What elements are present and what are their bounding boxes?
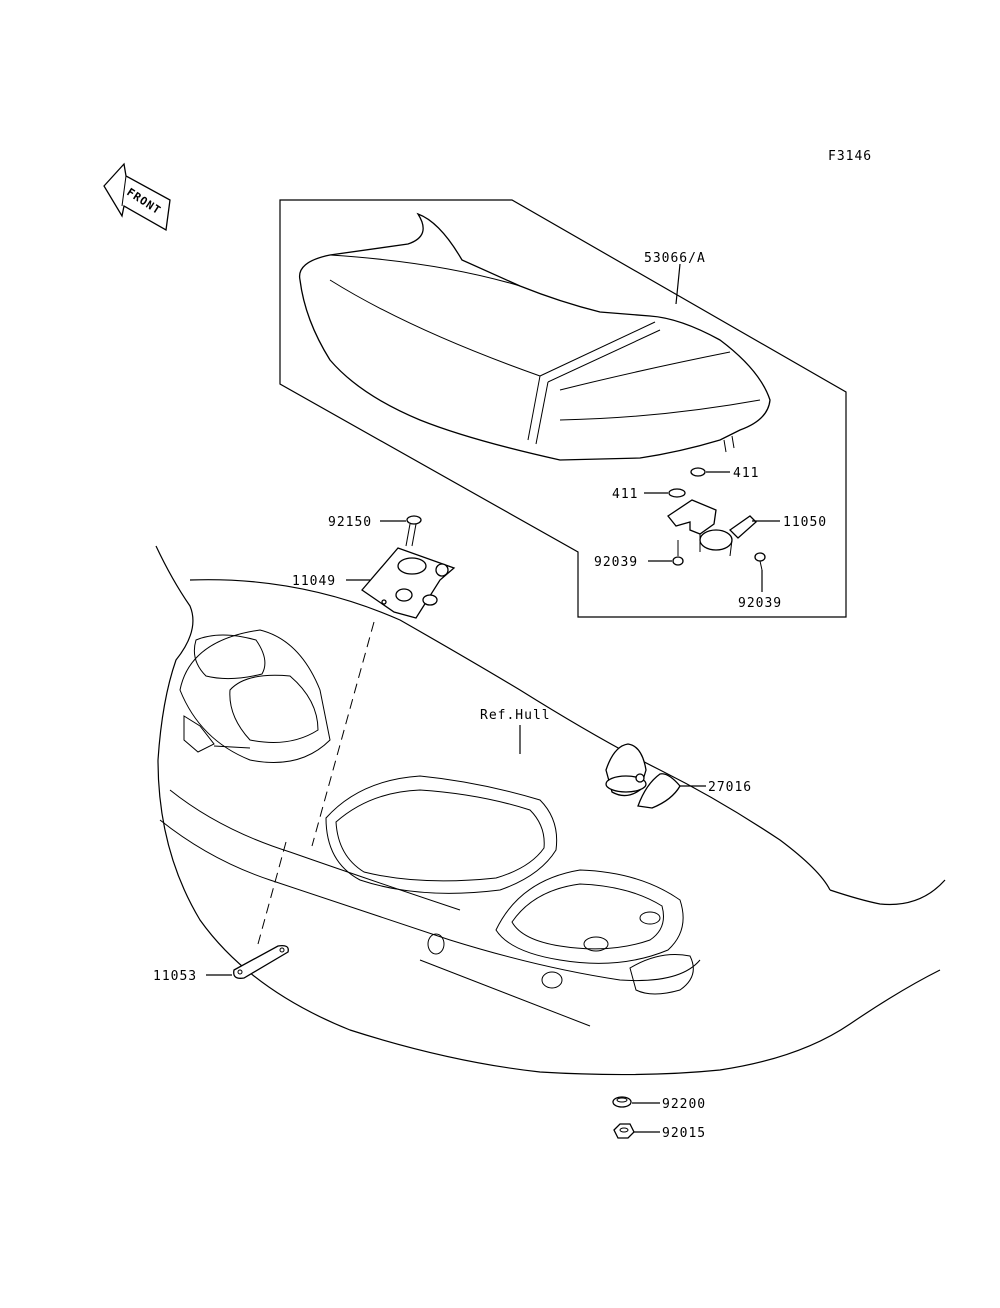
label-ref-hull: Ref.Hull bbox=[480, 708, 551, 723]
bolt-right bbox=[754, 552, 766, 571]
label-strap: 11053 bbox=[153, 969, 197, 984]
label-bolt-top: 92150 bbox=[328, 515, 372, 530]
plate-install-line bbox=[311, 621, 375, 847]
seat-leader bbox=[675, 263, 681, 305]
strap-install-line bbox=[257, 841, 287, 945]
seat-drawing bbox=[298, 212, 771, 461]
label-bolt-right: 92039 bbox=[738, 596, 782, 611]
grommet-drawing bbox=[612, 1096, 632, 1108]
latch-hook-drawing bbox=[605, 743, 681, 809]
label-nut: 92015 bbox=[662, 1126, 706, 1141]
diagram-id: F3146 bbox=[828, 149, 872, 164]
label-latch-hook: 27016 bbox=[708, 780, 752, 795]
washer-upper bbox=[690, 467, 706, 477]
seat-assembly-frame bbox=[279, 199, 847, 618]
bolt-top bbox=[405, 515, 422, 547]
plate-drawing bbox=[361, 547, 456, 619]
label-seat: 53066/A bbox=[644, 251, 706, 266]
hull-drawing bbox=[155, 545, 946, 1076]
bolt-left bbox=[672, 540, 684, 566]
strap-drawing bbox=[233, 944, 289, 979]
label-grommet: 92200 bbox=[662, 1097, 706, 1112]
bracket-drawing bbox=[667, 499, 757, 557]
label-washer-upper: 411 bbox=[733, 466, 759, 481]
washer-lower bbox=[668, 488, 686, 498]
label-washer-lower: 411 bbox=[612, 487, 638, 502]
label-bracket: 11050 bbox=[783, 515, 827, 530]
label-plate: 11049 bbox=[292, 574, 336, 589]
nut-drawing bbox=[613, 1123, 635, 1139]
front-arrow-icon: FRONT bbox=[103, 162, 171, 232]
label-bolt-left: 92039 bbox=[594, 555, 638, 570]
